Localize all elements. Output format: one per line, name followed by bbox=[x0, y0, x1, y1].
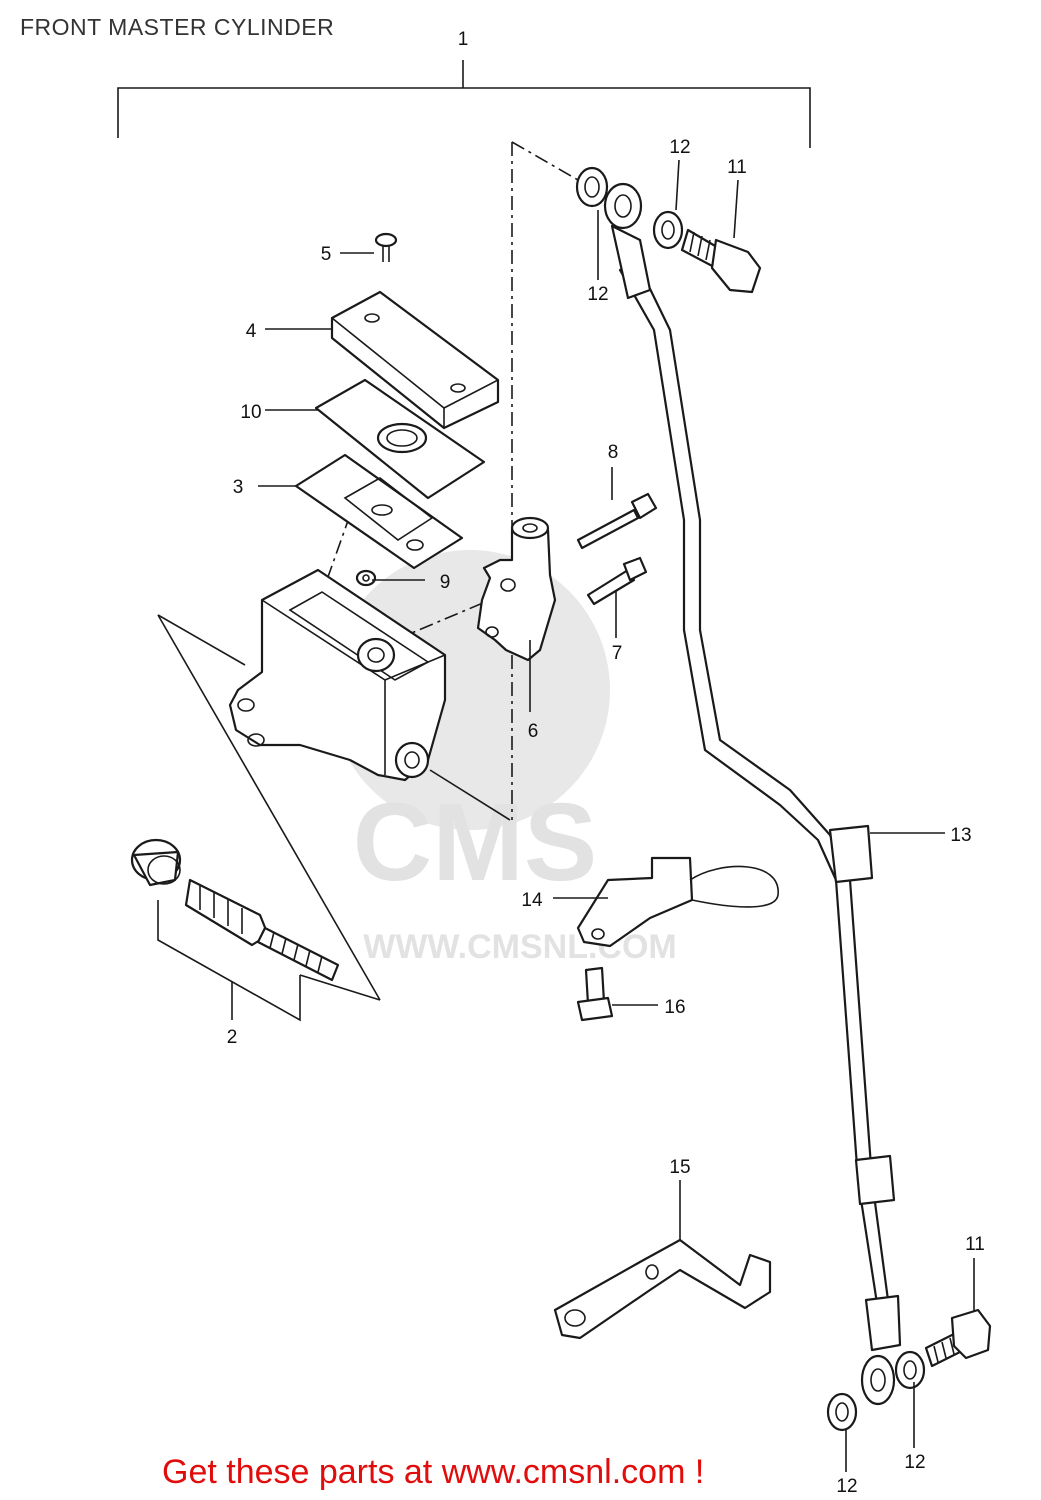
callout-15: 15 bbox=[669, 1157, 690, 1178]
banjo-bolt-top bbox=[680, 228, 762, 294]
clamp-bolt-lower bbox=[586, 556, 648, 606]
callouts: 1 2 3 4 5 6 7 8 9 10 11 11 12 12 12 12 1… bbox=[227, 29, 985, 1497]
callout-6: 6 bbox=[528, 721, 539, 742]
reservoir-cap bbox=[330, 290, 500, 430]
master-cylinder-body bbox=[228, 568, 447, 782]
watermark-logo-text: CMS bbox=[353, 781, 597, 904]
banjo-bolt-bottom bbox=[924, 1308, 992, 1368]
brake-hose bbox=[603, 182, 902, 1406]
handlebar-clamp bbox=[476, 516, 557, 662]
cap-screw bbox=[374, 232, 398, 262]
clamp-bolt-upper bbox=[576, 492, 658, 550]
callout-12-bottom-right: 12 bbox=[904, 1452, 925, 1473]
guide-lines bbox=[157, 141, 579, 1001]
callout-11-bottom: 11 bbox=[965, 1234, 985, 1255]
callout-1: 1 bbox=[458, 29, 469, 50]
leader-lines bbox=[258, 159, 975, 1472]
callout-13: 13 bbox=[950, 825, 971, 846]
assembly-bracket bbox=[117, 60, 811, 148]
clamp-bolt-16 bbox=[576, 966, 614, 1022]
hose-clamp bbox=[576, 856, 779, 948]
callout-9: 9 bbox=[440, 572, 451, 593]
page-title: FRONT MASTER CYLINDER bbox=[20, 14, 335, 40]
watermark-site-text: WWW.CMSNL.COM bbox=[363, 928, 677, 966]
callout-12-top-left: 12 bbox=[587, 284, 608, 305]
get-parts-link[interactable]: Get these parts at www.cmsnl.com ! bbox=[162, 1453, 705, 1491]
small-nut bbox=[355, 569, 377, 587]
callout-11-top: 11 bbox=[727, 157, 747, 178]
washer-bottom-right bbox=[894, 1350, 926, 1390]
callout-7: 7 bbox=[612, 643, 623, 664]
callout-8: 8 bbox=[608, 442, 619, 463]
callout-2: 2 bbox=[227, 1027, 238, 1048]
washer-top-left bbox=[575, 166, 609, 208]
callout-10: 10 bbox=[240, 402, 261, 423]
callout-5: 5 bbox=[321, 244, 332, 265]
hose-bracket bbox=[553, 1238, 772, 1340]
callout-16: 16 bbox=[664, 997, 685, 1018]
callout-4: 4 bbox=[246, 321, 257, 342]
diaphragm bbox=[294, 453, 464, 570]
washer-bottom-left bbox=[826, 1392, 858, 1432]
callout-14: 14 bbox=[521, 890, 543, 911]
callout-12-top-right: 12 bbox=[669, 137, 690, 158]
reservoir-plate bbox=[314, 378, 486, 500]
callout-3: 3 bbox=[233, 477, 244, 498]
piston-kit bbox=[130, 838, 340, 1022]
callout-12-bottom-left: 12 bbox=[836, 1476, 857, 1497]
washer-top-right bbox=[652, 210, 684, 250]
